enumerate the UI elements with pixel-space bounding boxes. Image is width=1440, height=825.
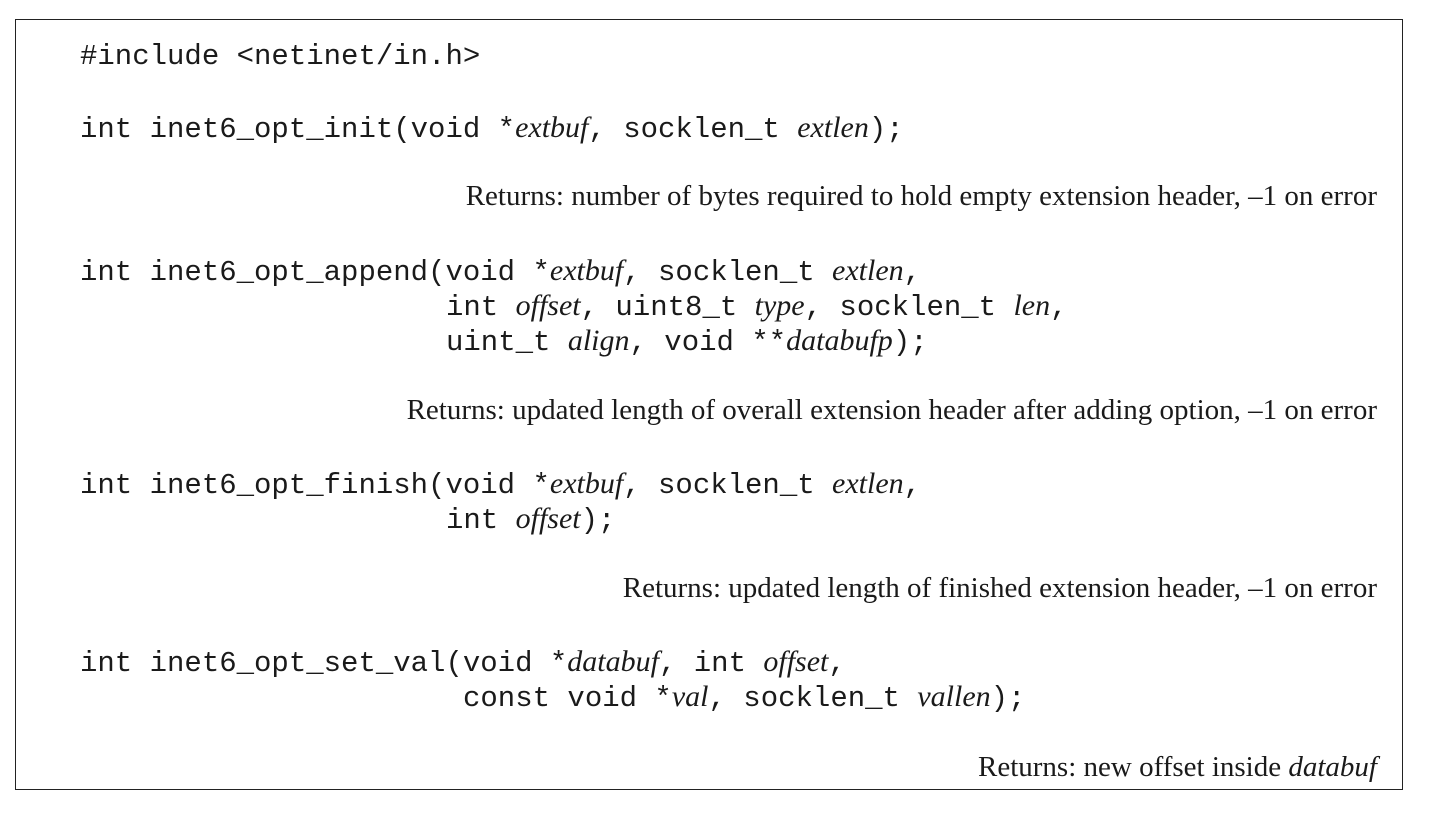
code-token: ,	[903, 256, 922, 289]
argument-name: align	[567, 324, 630, 357]
code-token: ,	[903, 469, 922, 502]
returns-text: Returns: new offset inside	[978, 751, 1289, 783]
argument-name: len	[1013, 289, 1051, 322]
returns-text: Returns: updated length of overall exten…	[406, 394, 1377, 426]
argument-name: databuf	[567, 645, 659, 678]
code-token: const void *	[463, 682, 672, 715]
argument-name: offset	[763, 645, 829, 678]
prototype-inet6-opt-append-line-2: int offset, uint8_t type, socklen_t len,	[446, 289, 1068, 324]
returns-inet6-opt-init: Returns: number of bytes required to hol…	[466, 182, 1377, 211]
code-token: int inet6_opt_finish(void *	[80, 469, 550, 502]
prototype-inet6-opt-init: int inet6_opt_init(void *extbuf, socklen…	[80, 111, 904, 146]
code-token: , socklen_t	[708, 682, 918, 715]
code-token: , socklen_t	[804, 291, 1014, 324]
returns-inet6-opt-append: Returns: updated length of overall exten…	[407, 396, 1377, 425]
code-token: int	[446, 504, 516, 537]
code-token: int inet6_opt_init(void *	[80, 113, 516, 146]
code-token: , uint8_t	[580, 291, 755, 324]
argument-name: extlen	[832, 467, 904, 500]
argument-name: extbuf	[549, 467, 624, 500]
code-token: int	[446, 291, 516, 324]
code-token: , socklen_t	[588, 113, 798, 146]
code-token: );	[868, 113, 904, 146]
argument-name: extbuf	[549, 254, 624, 287]
code-token: );	[892, 326, 928, 359]
argument-name: type	[754, 289, 805, 322]
code-token: , void **	[629, 326, 787, 359]
argument-name: databufp	[786, 324, 893, 357]
prototype-inet6-opt-finish: int inet6_opt_finish(void *extbuf, sockl…	[80, 467, 922, 502]
prototype-inet6-opt-append-line-3: uint_t align, void **databufp);	[446, 324, 928, 359]
code-token: , int	[658, 647, 764, 680]
synopsis-box	[15, 19, 1403, 790]
code-token: int inet6_opt_append(void *	[80, 256, 550, 289]
argument-name: vallen	[917, 680, 991, 713]
prototype-inet6-opt-set-val: int inet6_opt_set_val(void *databuf, int…	[80, 645, 846, 680]
argument-name: offset	[515, 289, 581, 322]
prototype-inet6-opt-finish-line-2: int offset);	[446, 502, 616, 537]
code-token: uint_t	[446, 326, 568, 359]
returns-inet6-opt-finish: Returns: updated length of finished exte…	[623, 574, 1377, 603]
include-line: #include <netinet/in.h>	[80, 40, 481, 73]
code-token: );	[990, 682, 1026, 715]
prototype-inet6-opt-set-val-line-2: const void *val, socklen_t vallen);	[463, 680, 1026, 715]
argument-name: val	[671, 680, 709, 713]
code-token: );	[580, 504, 616, 537]
code-token: , socklen_t	[623, 469, 833, 502]
code-token: ,	[1050, 291, 1068, 324]
code-token: ,	[828, 647, 846, 680]
returns-text: Returns: number of bytes required to hol…	[465, 180, 1377, 212]
code-token: int inet6_opt_set_val(void *	[80, 647, 568, 680]
argument-name: offset	[515, 502, 581, 535]
returns-text: Returns: updated length of finished exte…	[622, 572, 1377, 604]
prototype-inet6-opt-append: int inet6_opt_append(void *extbuf, sockl…	[80, 254, 922, 289]
argument-name: databuf	[1288, 751, 1377, 783]
argument-name: extlen	[832, 254, 904, 287]
argument-name: extbuf	[515, 111, 589, 144]
returns-inet6-opt-set-val: Returns: new offset inside databuf	[978, 753, 1377, 782]
argument-name: extlen	[797, 111, 869, 144]
code-token: , socklen_t	[623, 256, 833, 289]
